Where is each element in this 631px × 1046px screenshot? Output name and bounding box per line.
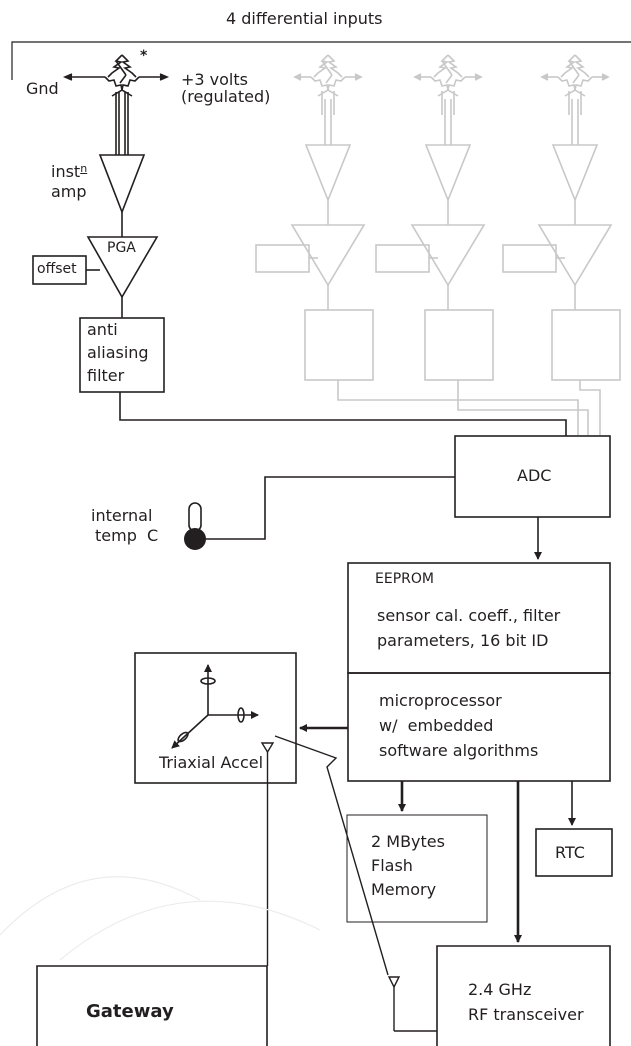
inst-amp-triangle [98, 154, 146, 215]
faded-channel-3 [375, 54, 494, 381]
filter-label-line3: filter [87, 366, 125, 385]
eeprom-line1: sensor cal. coeff., filter [377, 606, 561, 625]
supply-label-line2: (regulated) [181, 87, 271, 106]
accel-label: Triaxial Accel [159, 753, 264, 772]
eeprom-line2: parameters, 16 bit ID [377, 631, 549, 650]
rtc-box [535, 828, 613, 877]
inst-amp-label-line2: amp [51, 182, 87, 201]
thermometer-icon [184, 502, 206, 550]
supply-label-line1: +3 volts [181, 70, 248, 89]
rf-line2: RF transceiver [468, 1005, 584, 1024]
inst-amp-label-superscript: n [80, 162, 88, 175]
microprocessor-line3: software algorithms [379, 741, 539, 760]
background-watermark [0, 876, 321, 961]
flash-line2: Flash [371, 856, 413, 875]
gateway-box [36, 965, 268, 1046]
gateway-label: Gateway [86, 1001, 174, 1022]
flash-memory-box [346, 814, 488, 923]
microprocessor-line2: w/ embedded [379, 716, 494, 735]
temp-label-line2: temp C [95, 526, 159, 545]
bridge-sensor [62, 54, 170, 155]
flash-line3: Memory [371, 880, 437, 899]
triaxial-accel-box [134, 652, 297, 784]
flash-line1: 2 MBytes [371, 832, 445, 851]
inst-amp-label: instn [51, 162, 88, 182]
rtc-label: RTC [555, 843, 585, 862]
pga-triangle [86, 236, 159, 299]
offset-label: offset [37, 261, 77, 277]
strain-gauge-asterisk: * [140, 48, 148, 64]
adc-label: ADC [517, 466, 552, 485]
pga-label: PGA [107, 240, 136, 256]
wireless-link [274, 735, 389, 976]
faded-channel-4 [502, 54, 621, 381]
faded-routing-lines [337, 380, 601, 435]
microprocessor-line1: microprocessor [379, 691, 502, 710]
anti-aliasing-filter-box [79, 317, 165, 393]
rf-transceiver-box [436, 945, 611, 1046]
filter-label-line1: anti [87, 320, 118, 339]
gateway-antenna-icon [260, 742, 275, 966]
gnd-label: Gnd [26, 79, 59, 98]
inst-amp-label-text: inst [51, 162, 81, 181]
rf-antenna-icon [387, 976, 437, 1032]
faded-channel-2 [255, 54, 374, 381]
axes-icon [171, 664, 259, 749]
temp-label-line1: internal [91, 506, 153, 525]
eeprom-title: EEPROM [375, 571, 434, 587]
diagram-title: 4 differential inputs [226, 9, 383, 28]
filter-label-line2: aliasing [87, 343, 149, 362]
rf-line1: 2.4 GHz [468, 980, 532, 999]
